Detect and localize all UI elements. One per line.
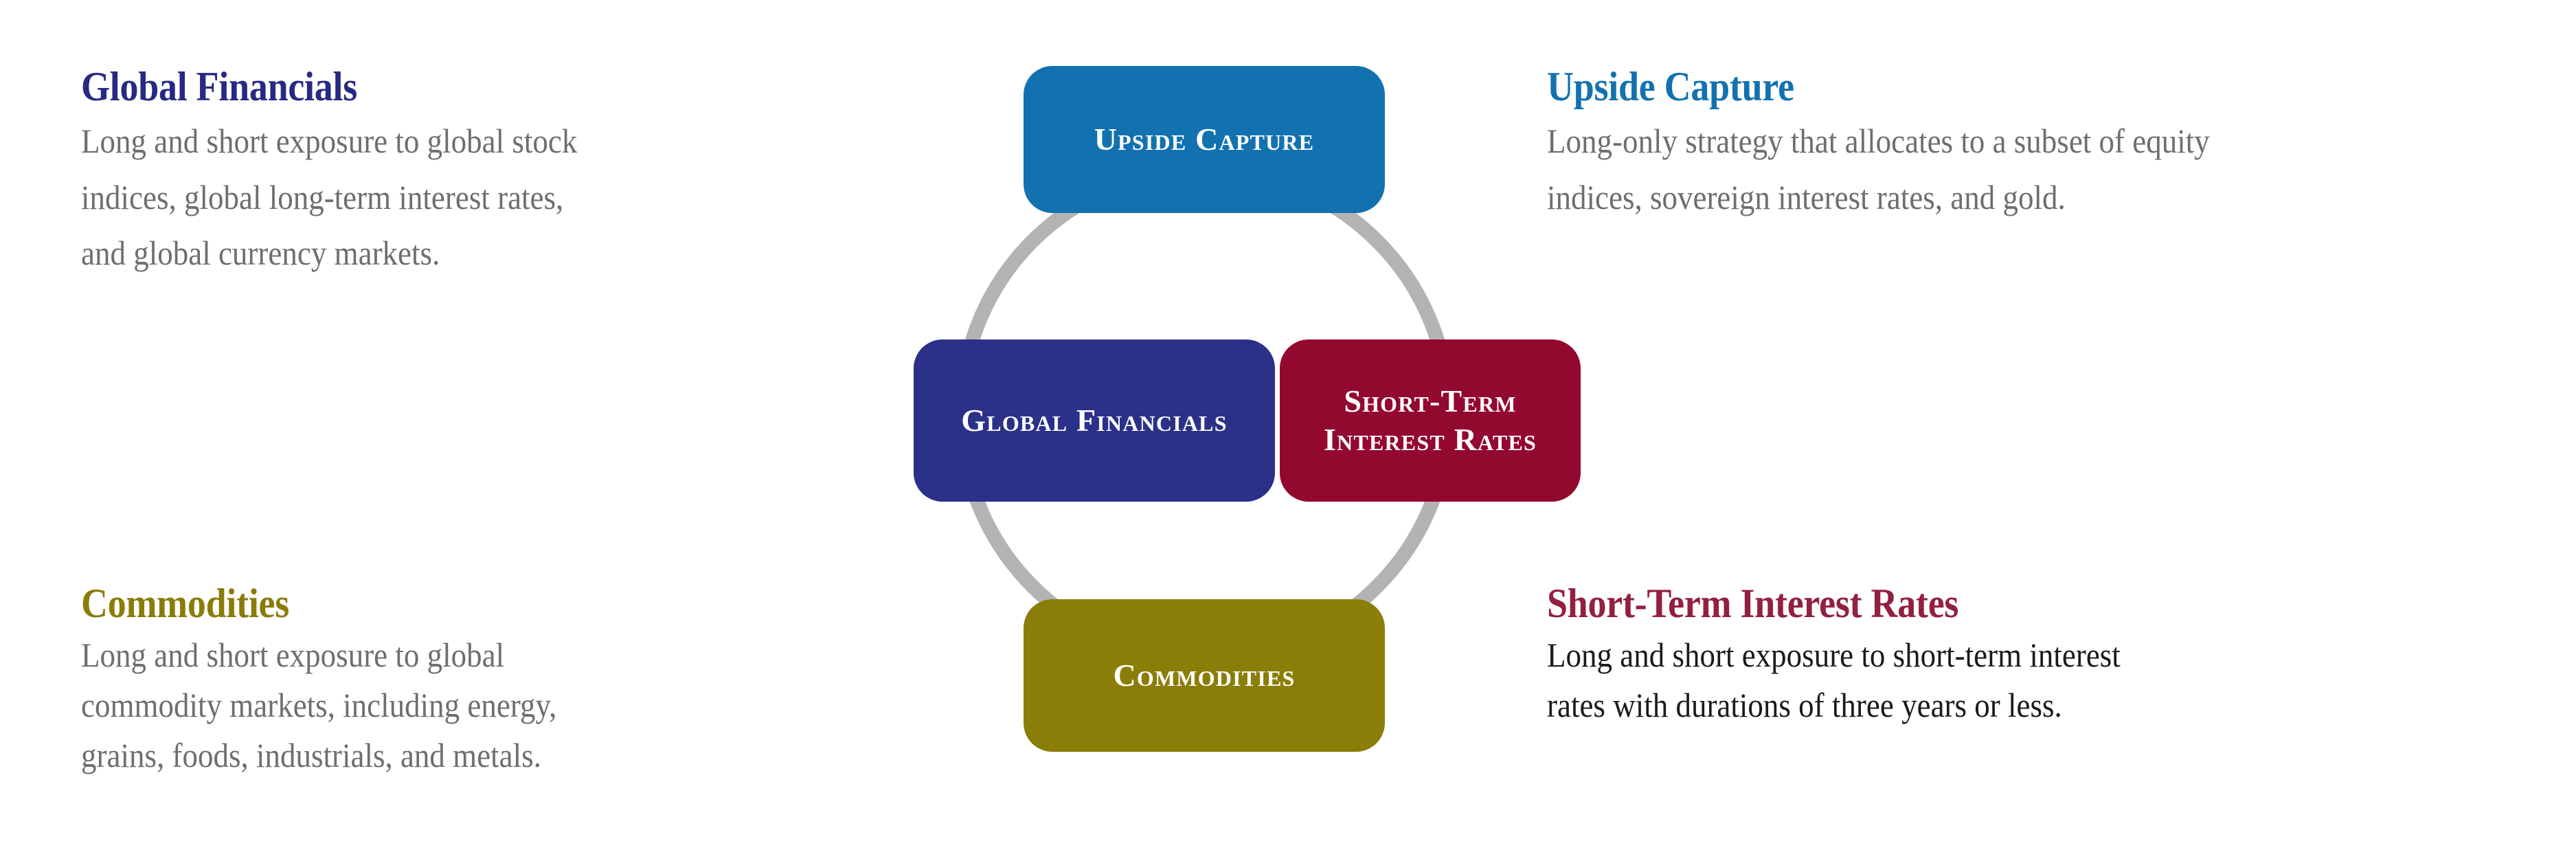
text-block-short-term-interest-rates: Short-Term Interest Rates Long and short… [1547,581,2543,732]
heading-commodities: Commodities [81,581,290,626]
body-line: indices, global long-term interest rates… [81,177,564,216]
node-upside-capture[interactable]: Upside Capture [1024,66,1385,213]
body-line: Long-only strategy that allocates to a s… [1547,122,2210,161]
body-line: Long and short exposure to global stock [81,122,578,161]
node-label-global-financials: Global Financials [961,402,1228,438]
heading-global-financials: Global Financials [81,64,358,109]
cycle-diagram: Upside Capture Global Financials Short-T… [914,34,1669,832]
body-commodities: Long and short exposure to global commod… [81,632,780,779]
body-line: and global currency markets. [81,234,440,273]
body-short-term-interest-rates: Long and short exposure to short-term in… [1547,632,2443,729]
body-line: Long and short exposure to short-term in… [1547,636,2121,675]
body-line: rates with durations of three years or l… [1547,686,2062,725]
node-label-short-term-interest-rates: Short-Term Interest Rates [1311,382,1549,459]
body-global-financials: Long and short exposure to global stock … [81,115,811,280]
node-label-line2: Interest Rates [1323,422,1537,457]
text-block-upside-capture: Upside Capture Long-only strategy that a… [1547,64,2564,227]
body-line: grains, foods, industrials, and metals. [81,736,541,775]
body-line: commodity markets, including energy, [81,686,557,725]
node-commodities[interactable]: Commodities [1024,599,1385,752]
heading-upside-capture: Upside Capture [1547,64,1794,109]
node-label-commodities: Commodities [1113,657,1296,693]
body-line: Long and short exposure to global [81,636,505,675]
body-upside-capture: Long-only strategy that allocates to a s… [1547,115,2462,224]
text-block-commodities: Commodities Long and short exposure to g… [81,581,857,782]
node-short-term-interest-rates[interactable]: Short-Term Interest Rates [1280,339,1581,502]
node-label-line1: Short-Term [1344,383,1517,419]
node-global-financials[interactable]: Global Financials [914,339,1275,502]
heading-short-term-interest-rates: Short-Term Interest Rates [1547,581,1959,626]
text-block-global-financials: Global Financials Long and short exposur… [81,64,892,283]
body-line: indices, sovereign interest rates, and g… [1547,177,2066,216]
node-label-upside-capture: Upside Capture [1094,121,1315,157]
